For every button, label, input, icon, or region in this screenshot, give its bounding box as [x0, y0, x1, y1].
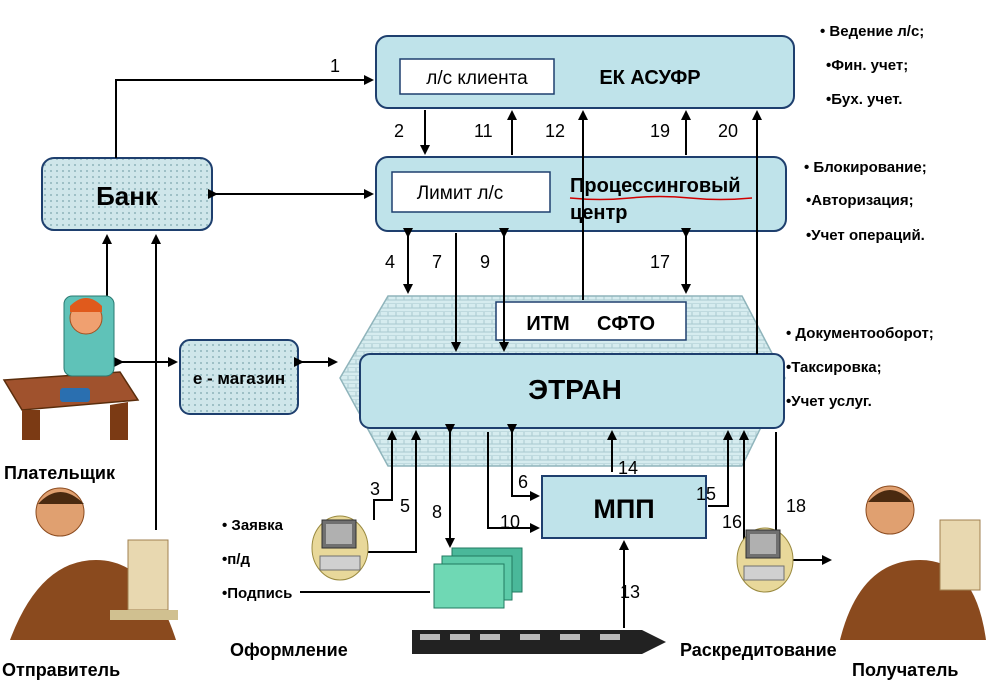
num-9: 9	[480, 252, 490, 272]
sender-label: Отправитель	[2, 660, 120, 680]
num-2: 2	[394, 121, 404, 141]
receiver-computer-icon	[736, 527, 794, 593]
arrow-15	[708, 430, 733, 507]
account-limit-box	[391, 171, 551, 213]
note-bookkeeping: •Бух. учет.	[826, 91, 902, 108]
num-17: 17	[650, 252, 670, 272]
emagazin-label: е - магазин	[193, 369, 285, 388]
num-6: 6	[518, 472, 528, 492]
note-blocking: • Блокирование;	[804, 159, 927, 176]
mpp-box	[541, 475, 707, 539]
note-authorization: •Авторизация;	[806, 192, 914, 209]
client-account-label: л/с клиента	[426, 68, 528, 89]
note-services: •Учет услуг.	[786, 393, 872, 410]
mpp-title: МПП	[593, 494, 654, 524]
num-10: 10	[500, 512, 520, 532]
num-8: 8	[432, 502, 442, 522]
note-pd: •п/д	[222, 551, 250, 568]
sender-illustration	[10, 487, 178, 640]
arrow-6	[507, 424, 540, 501]
num-1: 1	[330, 56, 340, 76]
client-account-box	[399, 58, 555, 95]
num-11: 11	[474, 121, 493, 141]
num-15: 15	[696, 484, 716, 504]
num-14: 14	[618, 458, 638, 478]
arrow-3	[373, 430, 397, 520]
ek-asufr-title: ЕК АСУФР	[599, 67, 700, 89]
note-request: • Заявка	[222, 517, 284, 534]
note-fin-accounting: •Фин. учет;	[826, 57, 908, 74]
arrow-1	[115, 75, 374, 158]
processing-center-title-1: Процессинговый	[570, 175, 741, 197]
documents-stack-icon	[433, 547, 523, 609]
num-4: 4	[385, 252, 395, 272]
caption-raskredit: Раскредитование	[680, 640, 837, 660]
num-19: 19	[650, 121, 670, 141]
note-account-keeping: • Ведение л/с;	[820, 23, 924, 40]
num-7: 7	[432, 252, 442, 272]
num-18: 18	[786, 496, 806, 516]
receiver-label: Получатель	[852, 660, 958, 680]
note-taxation: •Таксировка;	[786, 359, 882, 376]
num-5: 5	[400, 496, 410, 516]
num-3: 3	[370, 479, 380, 499]
caption-oformlenie: Оформление	[230, 640, 348, 660]
num-20: 20	[718, 121, 738, 141]
notes-left: • Заявка •п/д •Подпись	[222, 517, 292, 602]
emagazin-box	[179, 339, 299, 415]
bank-label: Банк	[96, 181, 159, 211]
num-13: 13	[620, 582, 640, 602]
payer-label: Плательщик	[4, 463, 116, 483]
itm-label: ИТМ	[526, 313, 569, 335]
receiver-illustration	[840, 485, 986, 640]
sfto-label: СФТО	[597, 313, 655, 335]
account-limit-label: Лимит л/с	[417, 183, 504, 204]
payer-illustration	[2, 295, 140, 440]
itm-sfto-box	[495, 301, 687, 341]
note-signature: •Подпись	[222, 585, 292, 602]
note-documents: • Документооборот;	[786, 325, 934, 342]
notes-right: • Ведение л/с; •Фин. учет; •Бух. учет. •…	[786, 23, 934, 410]
etran-title: ЭТРАН	[528, 374, 622, 405]
arrow-numbers: 1 2 11 12 19 20 4 7 9 17 3 5 8 6 14 10 1…	[330, 56, 806, 602]
num-16: 16	[722, 512, 742, 532]
etran-box	[359, 353, 785, 429]
processing-center-title-2: центр	[570, 202, 628, 224]
arrow-10	[487, 432, 540, 533]
spellcheck-underline	[569, 195, 753, 201]
train-icon	[412, 630, 666, 654]
arrow-5	[362, 430, 421, 553]
sender-computer-icon	[311, 515, 369, 581]
note-operations: •Учет операций.	[806, 227, 925, 244]
num-12: 12	[545, 121, 565, 141]
